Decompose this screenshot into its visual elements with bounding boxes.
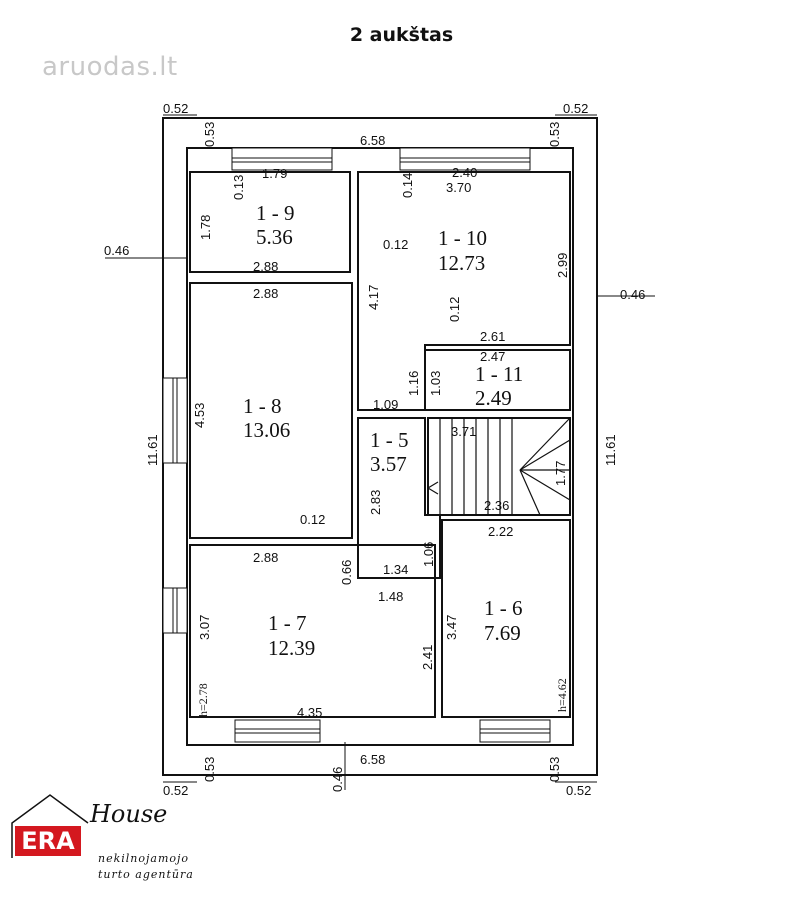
room-1-7-outline [189,544,436,718]
windows [162,147,551,743]
outer-wall-outer [162,117,598,776]
dim-4-35: 4.35 [297,705,322,720]
dim-1-03: 1.03 [428,371,443,396]
dimension-lines [105,114,655,790]
dim-bottom-right-corner: 0.52 [566,783,591,798]
logo-script: House [90,800,168,828]
dim-top-left-corner: 0.52 [163,101,188,116]
dim-3-47: 3.47 [444,615,459,640]
room-1-6-outline [441,519,571,718]
room-1-11-outline [424,349,571,411]
dim-4-17: 4.17 [366,285,381,310]
dim-2-41: 2.41 [420,645,435,670]
dim-1-77: 1.77 [553,461,568,486]
dim-right-wall: 0.46 [620,287,645,302]
dim-3-07: 3.07 [197,615,212,640]
dim-2-83: 2.83 [368,490,383,515]
room-1-8-outline [189,282,353,539]
room-1-10-id: 1 - 10 [438,226,487,250]
dim-top-right-corner: 0.52 [563,101,588,116]
dim-0-66: 0.66 [339,560,354,585]
dim-0-13: 0.13 [231,175,246,200]
dim-bottom-wall: 0.46 [330,767,345,792]
dim-bottom-left-wall: 0.53 [202,757,217,782]
room-1-11-area: 2.49 [475,386,512,410]
room-1-9-area: 5.36 [256,225,293,249]
dim-bottom-left-corner: 0.52 [163,783,188,798]
logo-brand: ERA [15,826,81,856]
dim-1-16: 1.16 [406,371,421,396]
floor-title: 2 aukštas [349,24,454,46]
dim-1-09: 1.09 [373,397,398,412]
dim-top-left-wall: 0.53 [202,122,217,147]
logo-house-icon [11,794,89,858]
dim-1-06: 1.06 [421,542,436,567]
dim-2-88-b: 2.88 [253,286,278,301]
staircase-outline [427,417,571,516]
dim-left-total: 11.61 [145,434,160,466]
dim-4-53: 4.53 [192,403,207,428]
room-1-7-id: 1 - 7 [268,611,307,635]
room-1-10-area: 12.73 [438,251,485,275]
room-1-6-id: 1 - 6 [484,596,523,620]
dim-0-12-b: 0.12 [447,297,462,322]
dim-2-99: 2.99 [555,253,570,278]
dim-right-total: 11.61 [603,434,618,466]
dim-2-22: 2.22 [488,524,513,539]
dim-1-78: 1.78 [198,215,213,240]
dim-0-14: 0.14 [400,173,415,198]
room-1-10-outline [357,171,571,411]
room-1-8-area: 13.06 [243,418,290,442]
dim-2-88-a: 2.88 [253,259,278,274]
dim-1-34: 1.34 [383,562,408,577]
dim-1-48: 1.48 [378,589,403,604]
dim-0-12-a: 0.12 [383,237,408,252]
room-1-7-area: 12.39 [268,636,315,660]
dim-3-70: 3.70 [446,180,471,195]
room-1-9-id: 1 - 9 [256,201,295,225]
logo-subtitle-2: turto agentūra [98,868,194,881]
dim-1-79: 1.79 [262,166,287,181]
dim-bottom-total: 6.58 [360,752,385,767]
dim-top-total: 6.58 [360,133,385,148]
room-1-9-outline [189,171,351,273]
dim-top-right-wall: 0.53 [547,122,562,147]
room-1-7-height: h=2.78 [196,683,210,717]
dim-2-88-c: 2.88 [253,550,278,565]
room-1-8-id: 1 - 8 [243,394,282,418]
dim-bottom-right-wall: 0.53 [547,757,562,782]
room-1-5-id: 1 - 5 [370,428,409,452]
stair-treads [427,417,571,516]
dim-left-wall: 0.46 [104,243,129,258]
room-1-11-id: 1 - 11 [475,362,523,386]
room-1-6-area: 7.69 [484,621,521,645]
dim-0-12-c: 0.12 [300,512,325,527]
dim-2-36: 2.36 [484,498,509,513]
watermark: aruodas.lt [42,52,178,82]
dim-2-61: 2.61 [480,329,505,344]
dim-2-40: 2.40 [452,165,477,180]
room-1-5-area: 3.57 [370,452,407,476]
dim-3-71: 3.71 [451,424,476,439]
room-1-6-height: h=4.62 [555,678,569,712]
logo-subtitle-1: nekilnojamojo [98,852,190,865]
dim-2-47: 2.47 [480,349,505,364]
